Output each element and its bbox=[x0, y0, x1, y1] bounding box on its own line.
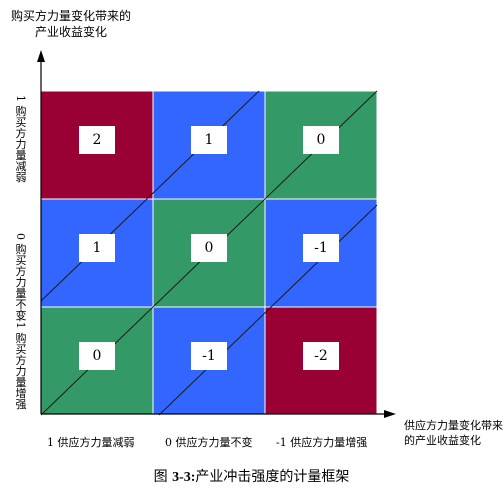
x-axis-title: 供应方力量变化带来的产业收益变化 bbox=[404, 419, 503, 447]
row-label-middle-text: 购买方力量不变 bbox=[14, 243, 27, 321]
y-axis-title: 购买方力量变化带来的产业收益变化 bbox=[10, 9, 131, 39]
caption-prefix: 图 bbox=[153, 469, 168, 485]
row-label-top-text: 购买方力量减弱 bbox=[14, 105, 27, 183]
x-axis-arrow-icon bbox=[384, 410, 396, 418]
cell-value: 0 bbox=[303, 126, 339, 154]
row-label-top: 1 购买方力量减弱 bbox=[14, 95, 27, 183]
row-label-middle: 0 购买方力量不变 bbox=[14, 233, 27, 321]
row-label-bottom: -1 购买方力量增强 bbox=[14, 318, 27, 410]
cell-value: 1 bbox=[79, 234, 115, 262]
cell-value: 1 bbox=[191, 126, 227, 154]
cell-value: 0 bbox=[79, 342, 115, 370]
row-label-bottom-number: -1 bbox=[14, 318, 27, 329]
cell-value: -2 bbox=[303, 342, 339, 370]
column-label-middle: 0 供应方力量不变 bbox=[165, 436, 253, 449]
caption-text: 产业冲击强度的计量框架 bbox=[195, 469, 350, 485]
column-label-left: 1 供应方力量减弱 bbox=[47, 436, 135, 449]
row-label-middle-number: 0 bbox=[14, 233, 27, 240]
axes bbox=[37, 50, 396, 418]
figure-caption: 图 3-3:产业冲击强度的计量框架 bbox=[0, 466, 503, 486]
cell-value: 2 bbox=[79, 126, 115, 154]
row-label-bottom-text: 购买方力量增强 bbox=[14, 332, 27, 410]
cell-value: -1 bbox=[303, 234, 339, 262]
caption-number: 3-3: bbox=[172, 470, 196, 485]
y-axis-arrow-icon bbox=[37, 50, 45, 62]
cell-value: 0 bbox=[191, 234, 227, 262]
column-label-right: -1 供应方力量增强 bbox=[276, 436, 368, 449]
cell-value: -1 bbox=[191, 342, 227, 370]
diagonal-line bbox=[158, 204, 378, 416]
row-label-top-number: 1 bbox=[14, 95, 27, 102]
